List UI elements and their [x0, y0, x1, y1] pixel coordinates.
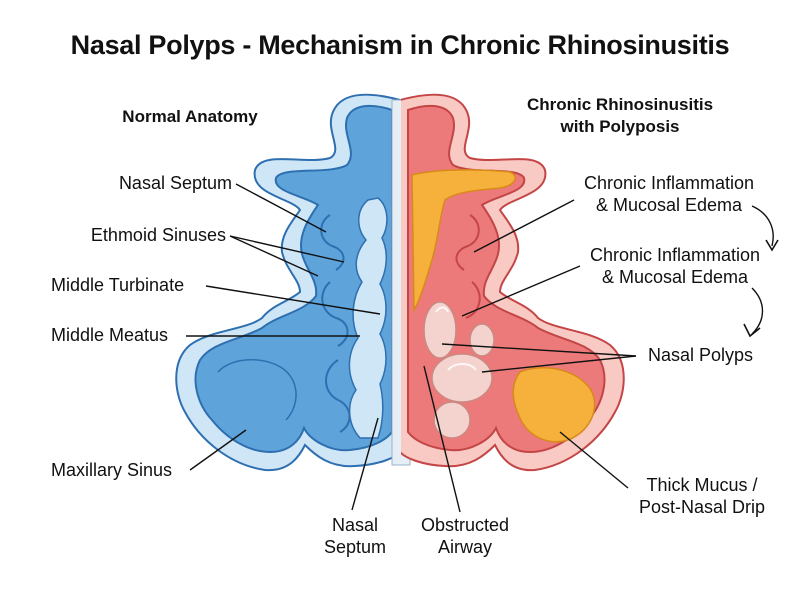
normal-maxillary-inner: [217, 358, 297, 421]
normal-inferior-curl: [325, 359, 351, 433]
leader-obstructed-airway: [423, 365, 461, 513]
arrow-head-1: [765, 239, 779, 252]
label-chronic-inflammation-2: Chronic Inflammation & Mucosal Edema: [572, 244, 778, 288]
nasal-polyp-3: [433, 401, 471, 439]
thick-mucus-frontal: [411, 169, 516, 313]
label-ethmoid-sinuses: Ethmoid Sinuses: [90, 225, 226, 245]
nasal-polyp-2: [431, 353, 493, 403]
inflamed-turbinate-curl-lower: [465, 281, 481, 319]
leader-inflammation-1: [473, 199, 575, 253]
leader-maxillary-sinus: [189, 429, 247, 471]
inflammation-1-line2: & Mucosal Edema: [595, 195, 743, 215]
polyp-highlight: [435, 306, 477, 371]
crs-polyposis-heading: Chronic Rhinosinusitis with Polyposis: [500, 94, 740, 138]
leader-ethmoid-2: [229, 235, 345, 263]
crs-heading-line2: with Polyposis: [560, 117, 680, 136]
bottom-septum-line2: Septum: [323, 537, 387, 557]
label-obstructed-airway: Obstructed Airway: [400, 514, 530, 558]
leader-ethmoid-1: [229, 235, 319, 277]
normal-airway-channel: [348, 197, 388, 439]
normal-anatomy-half: [175, 93, 401, 472]
leader-polyps-1: [441, 343, 637, 357]
arrow-curve-2: [751, 287, 764, 335]
obstructed-airway-line1: Obstructed: [420, 515, 510, 535]
label-chronic-inflammation-1: Chronic Inflammation & Mucosal Edema: [566, 172, 772, 216]
arrow-head-2: [743, 323, 761, 338]
label-maxillary-sinus: Maxillary Sinus: [51, 460, 173, 480]
crs-heading-line1: Chronic Rhinosinusitis: [526, 95, 714, 114]
leader-nasal-septum: [235, 183, 327, 233]
bottom-septum-line1: Nasal: [331, 515, 379, 535]
inflammation-2-line1: Chronic Inflammation: [589, 245, 761, 265]
arrow-curve-1: [751, 205, 774, 247]
leader-polyps-2: [481, 355, 637, 373]
label-bottom-nasal-septum: Nasal Septum: [300, 514, 410, 558]
normal-sinus-cavity: [194, 104, 393, 454]
leader-middle-turbinate: [205, 285, 381, 315]
thick-mucus-maxillary: [512, 367, 596, 443]
label-middle-turbinate: Middle Turbinate: [51, 275, 185, 295]
inflamed-anatomy-half: [401, 93, 625, 472]
nasal-polyp-4: [469, 323, 495, 357]
obstructed-airway-line2: Airway: [437, 537, 492, 557]
thick-mucus-line1: Thick Mucus /: [646, 475, 758, 495]
leader-thick-mucus: [559, 431, 629, 489]
normal-anatomy-heading-text: Normal Anatomy: [122, 107, 258, 126]
inflammation-2-line2: & Mucosal Edema: [601, 267, 749, 287]
leader-bottom-septum: [351, 417, 379, 511]
label-nasal-polyps: Nasal Polyps: [648, 345, 754, 365]
label-thick-mucus: Thick Mucus / Post-Nasal Drip: [630, 474, 774, 518]
leader-lines: [186, 183, 779, 513]
page-title: Nasal Polyps - Mechanism in Chronic Rhin…: [70, 30, 730, 60]
label-nasal-septum: Nasal Septum: [118, 173, 232, 193]
leader-inflammation-2: [461, 265, 581, 317]
nasal-polyp-1: [423, 301, 457, 359]
label-middle-meatus: Middle Meatus: [51, 325, 169, 345]
normal-anatomy-heading: Normal Anatomy: [110, 106, 270, 128]
inflammation-1-line1: Chronic Inflammation: [583, 173, 755, 193]
inflamed-turbinate-curl: [455, 214, 480, 271]
thick-mucus-line2: Post-Nasal Drip: [638, 497, 766, 517]
normal-turbinate-curl-lower: [321, 281, 349, 347]
